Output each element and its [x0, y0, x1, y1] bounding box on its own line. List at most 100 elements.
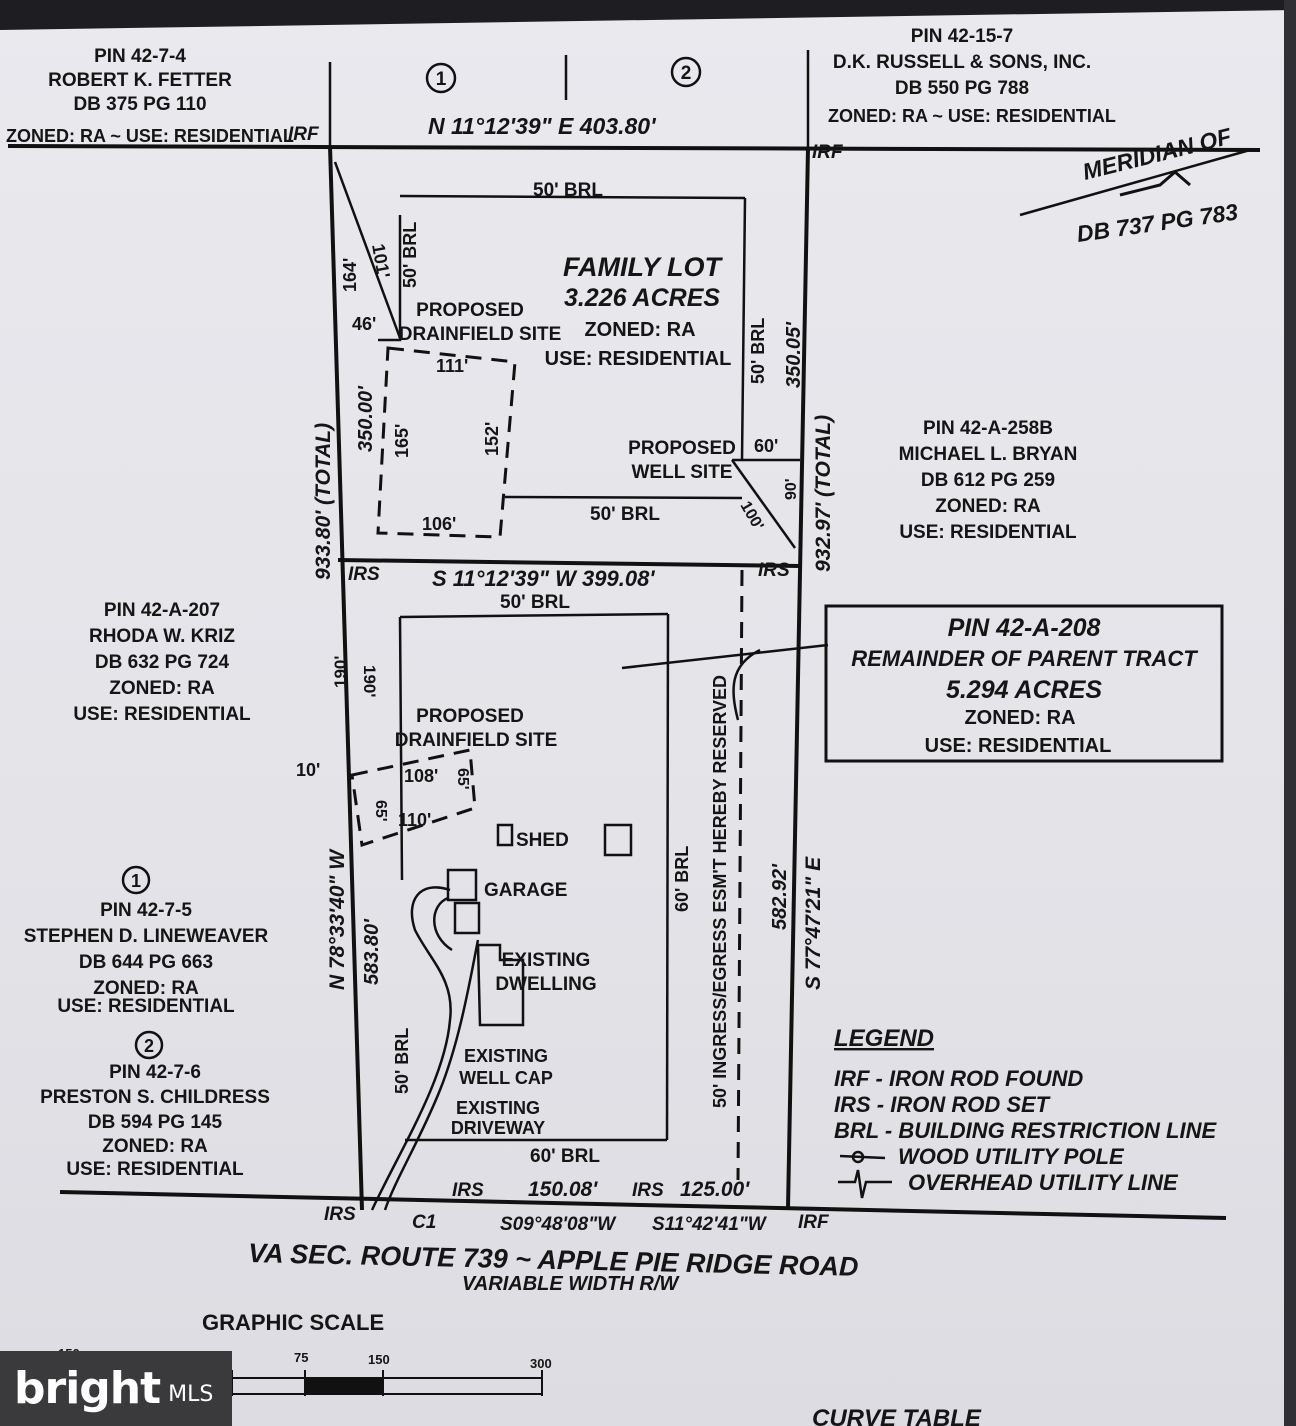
- svg-text:DRAINFIELD SITE: DRAINFIELD SITE: [395, 730, 558, 751]
- meridian-note: MERIDIAN OF DB 737 PG 783: [1075, 123, 1240, 247]
- east-lower: 582.92': [769, 863, 791, 930]
- sw2-deed: DB 594 PG 145: [88, 1112, 223, 1133]
- w-owner: RHODA W. KRIZ: [89, 626, 235, 647]
- legend-irs: IRS - IRON ROD SET: [834, 1092, 1051, 1117]
- svg-text:65': 65': [454, 768, 471, 790]
- svg-text:10': 10': [296, 760, 320, 780]
- svg-text:111': 111': [436, 356, 468, 376]
- svg-text:150: 150: [368, 1352, 390, 1367]
- nw-owner: ROBERT K. FETTER: [48, 70, 232, 91]
- screen-right-edge: [1284, 0, 1296, 1426]
- svg-text:65': 65': [372, 800, 389, 822]
- svg-text:50' BRL: 50' BRL: [533, 180, 603, 201]
- e-deed: DB 612 PG 259: [921, 470, 1055, 491]
- sw2-use: USE: RESIDENTIAL: [66, 1159, 244, 1180]
- west-lower: 583.80': [361, 918, 383, 985]
- middle-bearing: S 11°12'39" W 399.08': [432, 566, 655, 591]
- brl-lines: [378, 194, 747, 1142]
- south-150: 150.08': [528, 1178, 598, 1201]
- svg-text:50' BRL: 50' BRL: [748, 318, 768, 384]
- svg-text:WELL SITE: WELL SITE: [632, 462, 733, 483]
- middle-line: [337, 558, 801, 568]
- svg-text:110': 110': [398, 810, 431, 830]
- remainder-title: REMAINDER OF PARENT TRACT: [851, 646, 1198, 671]
- adjoiner-nw: PIN 42-7-4 ROBERT K. FETTER DB 375 PG 11…: [6, 46, 294, 146]
- leader-remainder: [621, 643, 829, 670]
- family-lot-title: FAMILY LOT: [563, 252, 723, 282]
- watermark-suffix: MLS: [168, 1382, 214, 1407]
- svg-text:165': 165': [392, 424, 412, 458]
- south-bearing-2: S11°42'41"W: [652, 1214, 768, 1235]
- legend: LEGEND IRF - IRON ROD FOUND IRS - IRON R…: [834, 1025, 1217, 1199]
- dwelling-outline: [476, 943, 525, 1027]
- road-line: [59, 1190, 1227, 1220]
- svg-text:60' BRL: 60' BRL: [672, 846, 692, 912]
- svg-text:IRF: IRF: [288, 124, 320, 145]
- svg-text:DWELLING: DWELLING: [495, 974, 596, 995]
- svg-text:152': 152': [482, 422, 502, 456]
- curve-table-title: CURVE TABLE: [812, 1405, 982, 1426]
- svg-text:C1: C1: [412, 1212, 436, 1233]
- ne-owner: D.K. RUSSELL & SONS, INC.: [833, 52, 1091, 73]
- watermark-brand: bright: [14, 1363, 161, 1414]
- svg-text:EXISTING: EXISTING: [502, 950, 591, 971]
- svg-text:164': 164': [340, 258, 360, 292]
- north-line: [7, 144, 1261, 152]
- west-bearing: N 78°33'40" W: [326, 848, 349, 990]
- nw-deed: DB 375 PG 110: [73, 94, 206, 115]
- north-arrow-icon: [1119, 170, 1191, 197]
- north-bearing: N 11°12'39" E 403.80': [428, 113, 657, 139]
- svg-text:PROPOSED: PROPOSED: [416, 706, 524, 727]
- west-upper: 350.00': [355, 385, 377, 452]
- adjoiner-sw2: 2 PIN 42-7-6 PRESTON S. CHILDRESS DB 594…: [40, 1030, 270, 1180]
- marker-two: 2: [681, 63, 692, 84]
- structures: [370, 823, 633, 1211]
- family-lot-zoned: ZONED: RA: [584, 319, 695, 341]
- shed-box: [496, 823, 514, 847]
- driveway-left: [370, 886, 452, 1211]
- svg-text:50' BRL: 50' BRL: [590, 504, 660, 525]
- remainder-zoned: ZONED: RA: [964, 707, 1075, 729]
- e-owner: MICHAEL L. BRYAN: [899, 444, 1078, 465]
- utility-pole-icon: [839, 1150, 886, 1164]
- svg-text:75: 75: [294, 1350, 308, 1365]
- legend-brl: BRL - BUILDING RESTRICTION LINE: [834, 1118, 1217, 1143]
- svg-text:50' BRL: 50' BRL: [392, 1028, 412, 1094]
- w-deed: DB 632 PG 724: [95, 652, 230, 673]
- svg-text:108': 108': [404, 766, 438, 786]
- garage-box-2: [453, 901, 481, 935]
- boundary-lines: [7, 144, 1261, 1220]
- east-bearing: S 77°47'21" E: [802, 856, 825, 990]
- svg-text:IRS: IRS: [758, 560, 790, 581]
- west-line: [328, 145, 364, 1211]
- drainfield-lower: [350, 748, 477, 847]
- remainder-acres: 5.294 ACRES: [946, 676, 1102, 704]
- family-lot-acres: 3.226 ACRES: [564, 284, 720, 312]
- sw2-owner: PRESTON S. CHILDRESS: [40, 1087, 270, 1108]
- easement-line: [736, 569, 744, 1181]
- svg-text:50' BRL: 50' BRL: [400, 222, 420, 288]
- svg-text:190': 190': [360, 665, 379, 697]
- lot-line-ticks: [328, 50, 1251, 217]
- remainder-pin: PIN 42-A-208: [948, 614, 1101, 642]
- marker-1-num: 1: [131, 871, 141, 891]
- adjoiner-ne: PIN 42-15-7 D.K. RUSSELL & SONS, INC. DB…: [828, 26, 1116, 126]
- east-line: [786, 147, 810, 1209]
- sw1-pin: PIN 42-7-5: [100, 900, 192, 921]
- triangle-diag: [333, 161, 402, 339]
- adjoiner-e: PIN 42-A-258B MICHAEL L. BRYAN DB 612 PG…: [899, 418, 1078, 543]
- feature-labels: 50' BRL PROPOSED DRAINFIELD SITE PROPOSE…: [392, 180, 768, 1167]
- svg-text:106': 106': [422, 514, 456, 534]
- svg-text:IRS: IRS: [632, 1180, 664, 1201]
- w-pin: PIN 42-A-207: [104, 600, 220, 621]
- drainfield-upper: [376, 346, 517, 539]
- e-zoned: ZONED: RA: [935, 496, 1041, 517]
- meridian-deed: DB 737 PG 783: [1075, 199, 1240, 247]
- w-use: USE: RESIDENTIAL: [73, 704, 251, 725]
- svg-text:SHED: SHED: [516, 830, 569, 851]
- svg-text:50' BRL: 50' BRL: [500, 592, 570, 613]
- nw-zoning: ZONED: RA ~ USE: RESIDENTIAL: [6, 126, 294, 146]
- marker-1-circle: [121, 865, 151, 895]
- svg-text:PROPOSED: PROPOSED: [628, 438, 736, 459]
